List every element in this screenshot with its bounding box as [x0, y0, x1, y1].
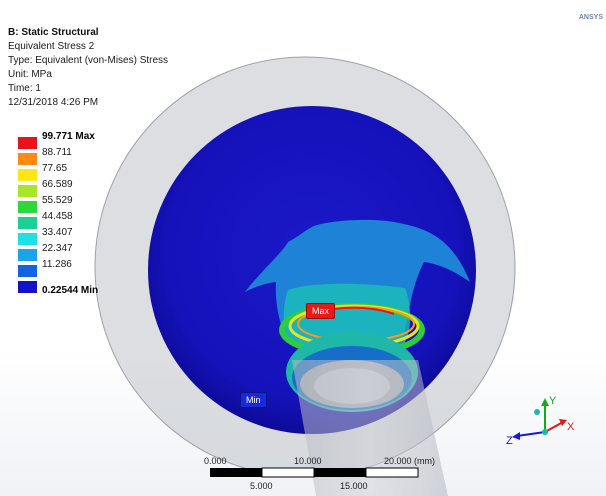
legend-label: 55.529: [42, 195, 73, 206]
legend-swatch-2: [18, 169, 37, 181]
legend-swatch-6: [18, 233, 37, 245]
axis-triad[interactable]: Y X Z: [505, 392, 585, 452]
triad-iso-ball: [534, 409, 540, 415]
scale-label-5: 5.000: [250, 481, 273, 491]
x-axis-label: X: [567, 421, 575, 433]
scale-label-20: 20.000 (mm): [384, 456, 436, 466]
triad-origin: [542, 429, 548, 435]
analysis-title: B: Static Structural: [8, 27, 99, 38]
legend-label: 88.711: [42, 147, 72, 158]
scale-label-10: 10.000: [294, 456, 322, 466]
legend-label: 77.65: [42, 163, 68, 174]
scale-bar-seg-1: [210, 468, 262, 477]
scale-bar-seg-3: [314, 468, 366, 477]
min-probe-label[interactable]: Min: [240, 392, 267, 408]
legend-label: 66.589: [42, 179, 73, 190]
z-axis-arrow: [512, 432, 520, 440]
y-axis-label: Y: [549, 395, 557, 407]
x-axis-line: [544, 421, 564, 433]
legend-swatch-4: [18, 201, 37, 213]
result-unit: Unit: MPa: [8, 69, 52, 80]
legend-swatch-5: [18, 217, 37, 229]
legend-swatch-0: [18, 137, 37, 149]
legend-label: 44.458: [42, 211, 73, 222]
x-axis-arrow: [559, 419, 567, 426]
ansys-logo: ANSYS: [578, 14, 603, 21]
legend-swatch-1: [18, 153, 37, 165]
legend-label: 11.286: [42, 259, 72, 270]
result-name: Equivalent Stress 2: [8, 41, 95, 52]
scale-bar-seg-4: [365, 467, 419, 478]
scale-label-15: 15.000: [340, 481, 368, 491]
legend-swatch-8: [18, 265, 37, 277]
legend-label-max: 99.771 Max: [42, 131, 95, 142]
result-timestamp: 12/31/2018 4:26 PM: [8, 97, 99, 108]
legend-label: 22.347: [42, 243, 73, 254]
legend-swatch-7: [18, 249, 37, 261]
legend-label-min: 0.22544 Min: [42, 285, 99, 296]
pipe-translucent: [292, 360, 448, 496]
result-type: Type: Equivalent (von-Mises) Stress: [8, 55, 169, 66]
legend-swatch-9: [18, 281, 37, 293]
legend-swatch-3: [18, 185, 37, 197]
result-time: Time: 1: [8, 83, 41, 94]
scale-bar-seg-2: [261, 467, 315, 478]
scale-label-0: 0.000: [204, 456, 227, 466]
z-axis-label: Z: [506, 435, 513, 447]
legend-label: 33.407: [42, 227, 73, 238]
max-probe-label[interactable]: Max: [306, 303, 336, 319]
y-axis-arrow: [541, 398, 549, 406]
z-axis-line: [516, 431, 546, 437]
